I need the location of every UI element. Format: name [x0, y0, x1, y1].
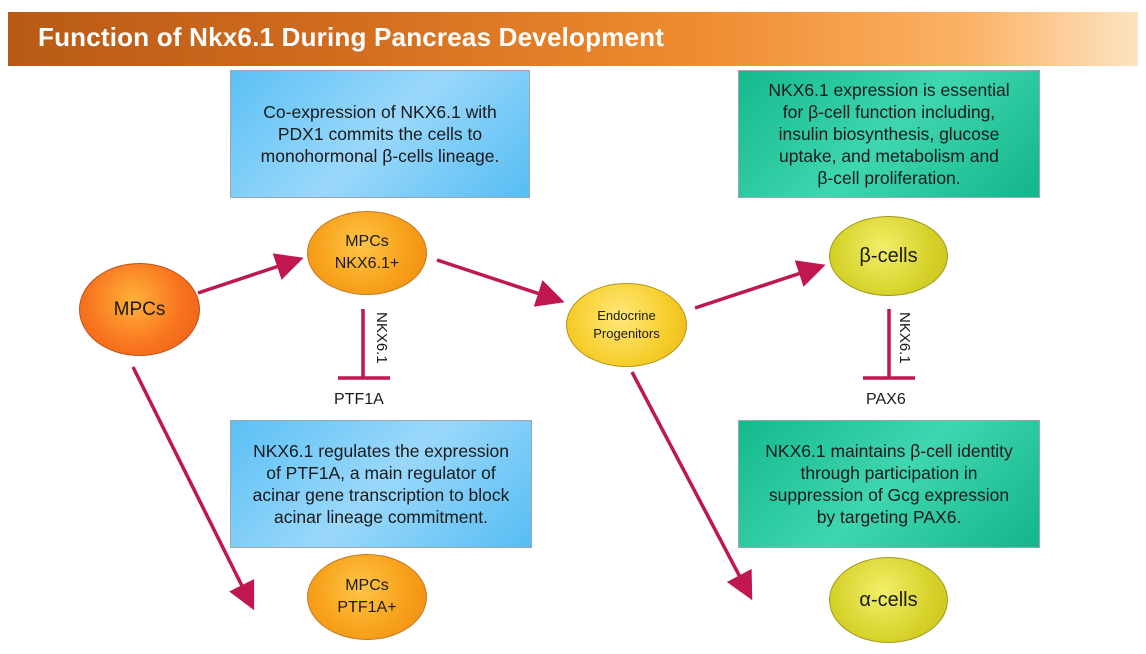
- title-banner: Function of Nkx6.1 During Pancreas Devel…: [8, 12, 1138, 66]
- node-mpcs-nkx61: MPCs NKX6.1+: [307, 211, 427, 295]
- info-box-beta-identity: NKX6.1 maintains β-cell identity through…: [738, 420, 1040, 548]
- box-line: acinar gene transcription to block: [252, 485, 510, 505]
- node-mpcs: MPCs: [79, 263, 200, 356]
- box-line: of PTF1A, a main regulator of: [266, 463, 496, 483]
- node-mpcs-ptf1a: MPCs PTF1A+: [307, 554, 427, 640]
- box-line: acinar lineage commitment.: [274, 507, 488, 527]
- info-box-co-expression: Co-expression of NKX6.1 with PDX1 commit…: [230, 70, 530, 198]
- arrow-mpcs-nkx-to-endocrine: [436, 258, 565, 307]
- box-line: through participation in: [800, 463, 978, 483]
- node-label: MPCs: [345, 577, 389, 594]
- node-label: MPCs: [113, 298, 166, 320]
- page-title: Function of Nkx6.1 During Pancreas Devel…: [38, 22, 665, 52]
- node-label: NKX6.1+: [334, 255, 400, 272]
- arrow-mpcs-to-mpcs-nkx: [197, 253, 304, 295]
- box-line: by targeting PAX6.: [816, 507, 962, 527]
- box-line: uptake, and metabolism and: [779, 146, 999, 166]
- box-line: PDX1 commits the cells to: [277, 124, 483, 144]
- box-line: for β-cell function including,: [782, 102, 996, 122]
- node-label: Progenitors: [593, 326, 660, 341]
- box-line: β-cell proliferation.: [817, 168, 961, 188]
- gene-pax6: PAX6: [866, 391, 906, 408]
- node-label: PTF1A+: [337, 599, 397, 616]
- box-line: suppression of Gcg expression: [768, 485, 1010, 505]
- node-label: β-cells: [859, 244, 918, 267]
- arrow-endocrine-to-beta: [694, 260, 826, 310]
- node-beta-cells: β-cells: [829, 216, 948, 296]
- box-line: NKX6.1 expression is essential: [768, 80, 1010, 100]
- node-alpha-cells: α-cells: [829, 557, 948, 643]
- node-label: MPCs: [345, 233, 389, 250]
- box-line: NKX6.1 regulates the expression: [253, 441, 509, 461]
- info-box-beta-function: NKX6.1 expression is essential for β-cel…: [738, 70, 1040, 198]
- box-line: insulin biosynthesis, glucose: [778, 124, 1000, 144]
- arrow-endocrine-to-alpha: [630, 371, 753, 601]
- arrow-mpcs-to-ptf: [131, 366, 255, 611]
- inhibitor-label-nkx61-left: NKX6.1: [373, 312, 390, 364]
- node-label: Endocrine: [597, 308, 656, 323]
- info-box-ptf1a-regulation: NKX6.1 regulates the expression of PTF1A…: [230, 420, 532, 548]
- node-label: α-cells: [859, 588, 918, 611]
- gene-ptf1a: PTF1A: [334, 391, 384, 408]
- box-line: monohormonal β-cells lineage.: [260, 146, 500, 166]
- inhibitor-label-nkx61-right: NKX6.1: [896, 312, 913, 364]
- box-line: Co-expression of NKX6.1 with: [263, 102, 497, 122]
- box-line: NKX6.1 maintains β-cell identity: [765, 441, 1013, 461]
- node-endocrine-progenitors: Endocrine Progenitors: [566, 283, 687, 367]
